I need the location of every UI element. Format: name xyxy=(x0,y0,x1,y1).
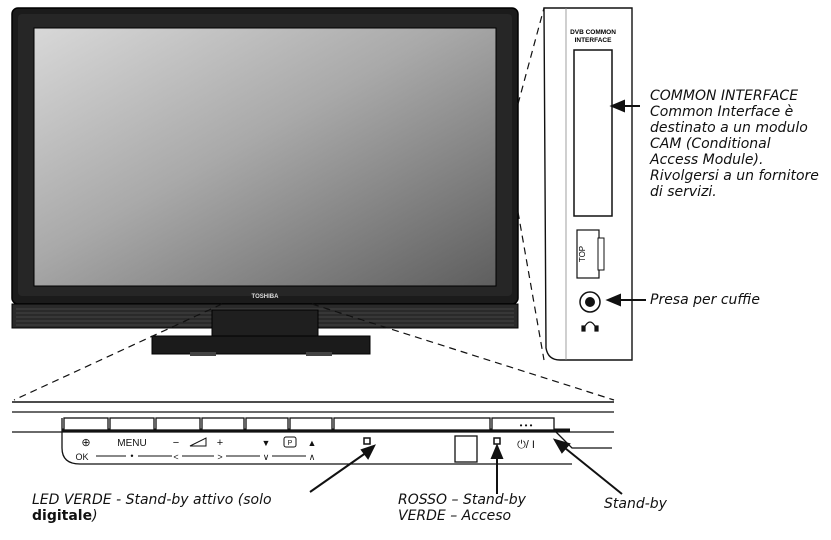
led-green-caption-line1: LED VERDE - Stand-by attivo (solo xyxy=(32,492,272,508)
volume-down-button[interactable] xyxy=(155,417,201,431)
led-green-caption-bold: digitale xyxy=(32,508,93,524)
top-switch-label: TOP xyxy=(578,246,587,262)
tv-screen xyxy=(33,27,497,287)
ci-caption-line: CAM (Conditional xyxy=(650,136,771,152)
zoom-lines-front xyxy=(13,303,615,401)
control-strip-long-panel xyxy=(333,417,491,431)
program-p-box xyxy=(283,436,297,448)
program-p-label: P xyxy=(288,440,293,447)
led-red-green-indicator xyxy=(493,437,501,445)
volume-plus-label: + xyxy=(217,437,223,449)
stand-base xyxy=(151,335,371,355)
input-button[interactable] xyxy=(63,417,109,431)
ci-caption-line: destinato a un modulo xyxy=(650,120,808,136)
volume-left-label: < xyxy=(173,452,178,462)
program-up-sub-label: ∧ xyxy=(309,452,316,462)
volume-up-button[interactable] xyxy=(201,417,245,431)
tv-front: TOSHIBA xyxy=(11,7,519,356)
volume-icon xyxy=(189,437,207,447)
volume-minus-label: − xyxy=(173,437,179,449)
program-up-button[interactable] xyxy=(289,417,333,431)
red-green-caption: ROSSO – Stand-by VERDE – Acceso xyxy=(398,492,526,524)
stand-foot-right xyxy=(306,352,332,356)
side-panel: DVB COMMON INTERFACE TOP xyxy=(543,7,633,361)
input-icon: ⊕ xyxy=(81,437,90,449)
common-interface-slot[interactable] xyxy=(573,49,613,217)
power-icon: ⏻/ I xyxy=(517,439,535,451)
program-down-sub-label: ∨ xyxy=(263,452,270,462)
headphones-caption: Presa per cuffie xyxy=(650,292,761,308)
program-down-button[interactable] xyxy=(245,417,289,431)
callout-arrows xyxy=(309,99,646,495)
ci-slot-label-2: INTERFACE xyxy=(575,37,613,44)
ci-caption-line: Common Interface è xyxy=(650,104,794,120)
stand-neck xyxy=(211,309,319,339)
program-down-label: ▼ xyxy=(262,438,271,448)
ci-caption-line: Rivolgersi a un fornitore xyxy=(650,168,819,184)
menu-dot: • xyxy=(130,451,133,461)
remote-sensor xyxy=(454,435,478,463)
led-green-caption-suffix: ) xyxy=(92,508,98,524)
red-caption-line: ROSSO – Stand-by xyxy=(398,492,526,508)
tv-brand-logo: TOSHIBA xyxy=(252,294,280,300)
standby-dots: • • • xyxy=(520,421,533,430)
ci-caption: COMMON INTERFACE Common Interface è dest… xyxy=(650,88,819,200)
top-switch-tab xyxy=(597,237,605,271)
menu-button[interactable] xyxy=(109,417,155,431)
volume-right-label: > xyxy=(217,452,222,462)
input-ok-label: OK xyxy=(75,452,88,462)
menu-label: MENU xyxy=(117,438,146,449)
zoom-lines-side xyxy=(517,7,545,361)
ci-caption-line: Access Module). xyxy=(650,152,764,168)
headphones-icon xyxy=(581,321,599,332)
led-green-indicator xyxy=(363,437,371,445)
ci-caption-title: COMMON INTERFACE xyxy=(650,88,799,104)
green-caption-line: VERDE – Acceso xyxy=(398,508,512,524)
headphone-jack-hole xyxy=(585,297,595,307)
program-up-label: ▲ xyxy=(308,438,317,448)
control-buttons xyxy=(63,417,555,431)
standby-caption: Stand-by xyxy=(604,496,667,512)
led-green-caption-line2: digitale) xyxy=(32,508,272,524)
power-button[interactable] xyxy=(491,417,555,431)
ci-caption-line: di servizi. xyxy=(650,184,717,200)
stand-foot-left xyxy=(190,352,216,356)
button-labels: ⊕ OK MENU • − + < > ▼ P ▲ ∨ ∧ • • • ⏻/ I xyxy=(75,421,534,462)
led-green-caption: LED VERDE - Stand-by attivo (solo digita… xyxy=(32,492,272,524)
ci-slot-label-1: DVB COMMON xyxy=(570,29,616,36)
